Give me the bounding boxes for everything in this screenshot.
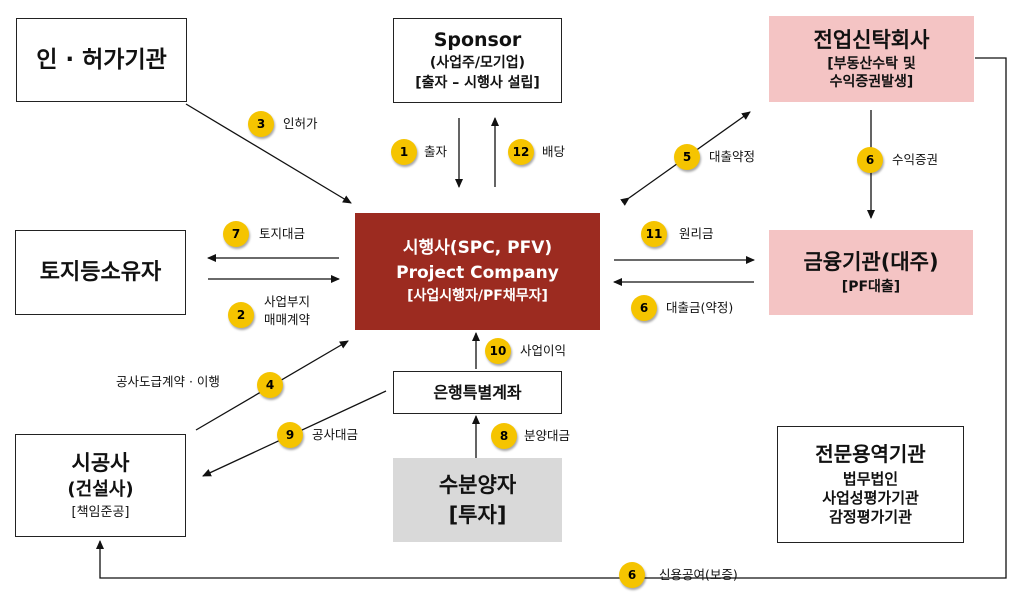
spc-role: [사업시행자/PF채무자] xyxy=(407,288,548,304)
escrow-account-node: 은행특별계좌 xyxy=(393,371,562,414)
buyers-title: 수분양자 xyxy=(438,473,517,498)
buyers-node: 수분양자 [투자] xyxy=(393,458,562,542)
edge-principal-interest-badge: 11 xyxy=(641,221,667,247)
edge-land-payment-label: 토지대금 xyxy=(259,226,306,241)
spc-subtitle: Project Company xyxy=(396,262,559,283)
edge-dividend-badge: 12 xyxy=(508,139,534,165)
edge-land-purchase-label-line1: 사업부지 xyxy=(264,294,311,309)
edge-project-profit-label: 사업이익 xyxy=(520,343,567,358)
sponsor-role: [출자 – 시행사 설립] xyxy=(415,74,540,91)
spc-node: 시행사(SPC, PFV) Project Company [사업시행자/PF채… xyxy=(355,213,600,330)
sponsor-subtitle: (사업주/모기업) xyxy=(429,55,526,72)
edge-dividend-label: 배당 xyxy=(542,144,566,159)
edge-permit-arrow xyxy=(185,103,352,204)
escrow-account-label: 은행특별계좌 xyxy=(433,382,522,402)
contractor-subtitle: (건설사) xyxy=(67,479,134,501)
edge-land-purchase-badge: 2 xyxy=(228,302,254,328)
edge-land-purchase-label: 사업부지 매매계약 xyxy=(264,293,310,329)
edge-construction-payment-label: 공사대금 xyxy=(312,427,359,442)
edge-construction-contract-label: 공사도급계약 · 이행 xyxy=(116,374,220,389)
trust-company-role-line2: 수익증권발생] xyxy=(829,73,914,90)
edge-sale-payment-badge: 8 xyxy=(491,423,517,449)
edge-sale-payment-label: 분양대금 xyxy=(524,428,571,443)
contractor-title: 시공사 xyxy=(71,451,130,475)
permit-agency-node: 인 · 허가기관 xyxy=(16,18,187,102)
financial-institution-role: [PF대출] xyxy=(841,278,901,295)
edge-permit-label: 인허가 xyxy=(283,116,318,131)
edge-credit-guarantee-arrow xyxy=(96,57,1007,579)
edge-loan-agreement-badge: 5 xyxy=(674,144,700,170)
professional-services-feasibility: 사업성평가기관 xyxy=(822,489,919,508)
edge-construction-payment-badge: 9 xyxy=(277,422,303,448)
professional-services-law-firm: 법무법인 xyxy=(842,470,899,489)
edge-project-profit-badge: 10 xyxy=(485,338,511,364)
edge-credit-guarantee-badge: 6 xyxy=(619,562,645,588)
edge-land-purchase-label-line2: 매매계약 xyxy=(264,312,311,328)
edge-beneficiary-certificate-label: 수익증권 xyxy=(892,152,939,167)
professional-services-title: 전문용역기관 xyxy=(815,442,926,467)
trust-company-node: 전업신탁회사 [부동산수탁 및 수익증권발생] xyxy=(769,16,974,102)
edge-loan-agreement-label: 대출약정 xyxy=(709,149,756,164)
buyers-role: [투자] xyxy=(448,502,507,527)
contractor-role: [책임준공] xyxy=(71,504,130,520)
sponsor-node: Sponsor (사업주/모기업) [출자 – 시행사 설립] xyxy=(393,18,562,103)
edge-loan-amount-label: 대출금(약정) xyxy=(666,300,734,315)
spc-title: 시행사(SPC, PFV) xyxy=(402,237,553,258)
edge-loan-amount-badge: 6 xyxy=(631,295,657,321)
sponsor-title: Sponsor xyxy=(433,28,522,51)
trust-company-role-line1: [부동산수탁 및 xyxy=(827,56,916,73)
edge-investment-badge: 1 xyxy=(391,139,417,165)
edge-credit-guarantee-label: 신용공여(보증) xyxy=(659,567,738,582)
contractor-node: 시공사 (건설사) [책임준공] xyxy=(15,434,186,537)
professional-services-appraisal: 감정평가기관 xyxy=(829,507,912,526)
professional-services-node: 전문용역기관 법무법인 사업성평가기관 감정평가기관 xyxy=(777,426,964,543)
permit-agency-label: 인 · 허가기관 xyxy=(36,46,167,73)
landowner-label: 토지등소유자 xyxy=(39,259,162,285)
edge-beneficiary-certificate-badge: 6 xyxy=(857,147,883,173)
edge-land-payment-badge: 7 xyxy=(223,221,249,247)
edge-permit-badge: 3 xyxy=(248,111,274,137)
edge-principal-interest-label: 원리금 xyxy=(679,226,714,241)
edge-construction-contract-badge: 4 xyxy=(257,372,283,398)
financial-institution-node: 금융기관(대주) [PF대출] xyxy=(769,230,973,315)
landowner-node: 토지등소유자 xyxy=(15,230,186,315)
trust-company-title: 전업신탁회사 xyxy=(813,27,930,52)
financial-institution-title: 금융기관(대주) xyxy=(803,249,939,274)
edge-investment-label: 출자 xyxy=(424,144,448,159)
